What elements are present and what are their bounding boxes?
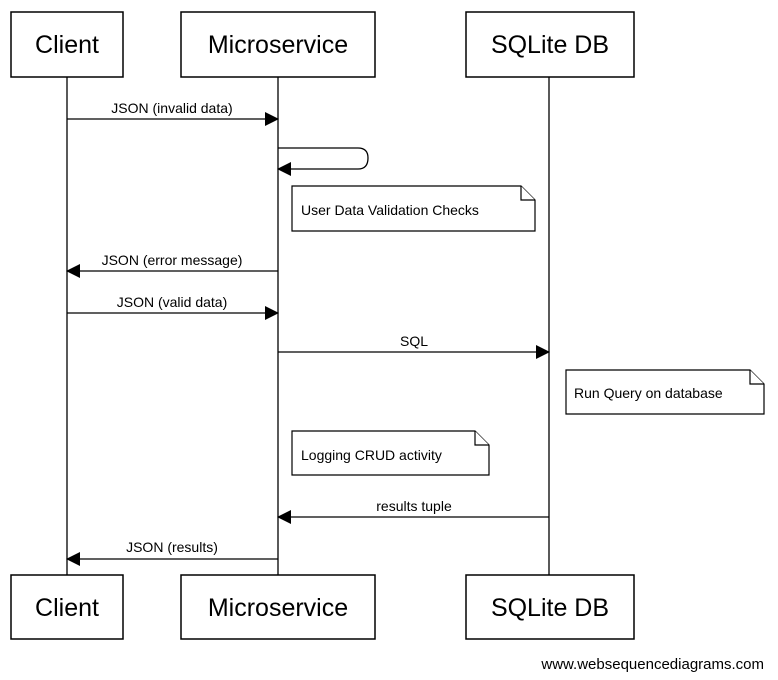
actor-client-bottom: Client (10, 574, 124, 640)
message-sql: SQL (278, 333, 550, 359)
watermark-url: www.websequencediagrams.com (540, 656, 764, 673)
message-label: JSON (results) (126, 539, 218, 555)
actor-label: Client (35, 31, 99, 59)
note-label: User Data Validation Checks (301, 202, 479, 218)
actor-sqlite-top: SQLite DB (465, 11, 635, 78)
message-json-valid-data: JSON (valid data) (67, 294, 279, 320)
message-label: JSON (invalid data) (111, 100, 232, 116)
message-json-error-message: JSON (error message) (66, 252, 278, 278)
actor-label: SQLite DB (491, 31, 609, 59)
actor-sqlite-bottom: SQLite DB (465, 574, 635, 640)
note-user-data-validation: User Data Validation Checks (291, 185, 536, 232)
message-label: JSON (valid data) (117, 294, 227, 310)
actor-client-top: Client (10, 11, 124, 78)
message-json-results: JSON (results) (66, 539, 278, 566)
note-run-query: Run Query on database (565, 369, 765, 415)
actor-label: Client (35, 594, 99, 622)
note-logging-crud: Logging CRUD activity (291, 430, 490, 476)
actor-label: Microservice (208, 594, 348, 622)
message-label: JSON (error message) (102, 252, 243, 268)
message-json-invalid-data: JSON (invalid data) (67, 100, 279, 126)
message-self-validation (277, 147, 369, 176)
note-label: Logging CRUD activity (301, 447, 442, 463)
message-label: SQL (400, 333, 428, 349)
actor-microservice-top: Microservice (180, 11, 376, 78)
message-results-tuple: results tuple (277, 498, 549, 524)
actor-microservice-bottom: Microservice (180, 574, 376, 640)
actor-label: Microservice (208, 31, 348, 59)
actor-label: SQLite DB (491, 594, 609, 622)
message-label: results tuple (376, 498, 452, 514)
note-label: Run Query on database (574, 385, 723, 401)
